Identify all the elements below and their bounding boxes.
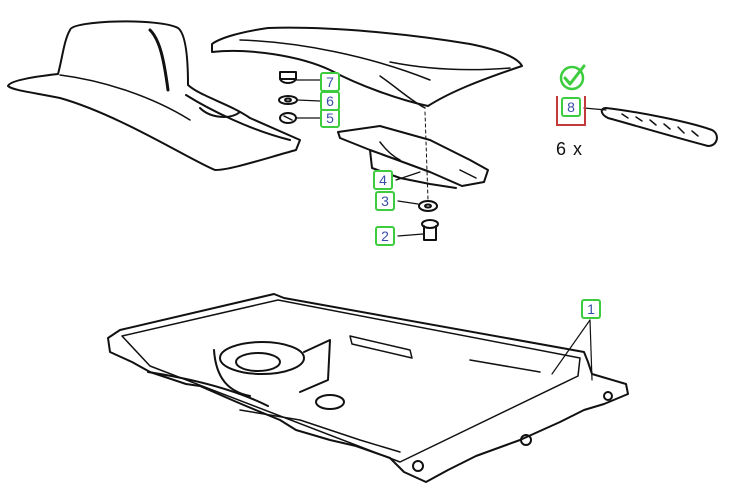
leader-line-1b [589,319,593,381]
leader-line-8 [583,107,607,111]
callout-5[interactable]: 5 [320,108,340,128]
upper-shelf-panel [211,26,523,109]
washer-part [418,200,438,212]
seat-back-cover [7,20,301,171]
floor-mat-panel [107,293,629,483]
callout-1[interactable]: 1 [581,299,601,319]
leader-line-2 [397,233,424,237]
check-circle-icon [559,64,586,91]
leader-line-4 [395,171,421,181]
bolt-part [421,219,439,241]
hinge-bracket [337,111,489,201]
callout-4[interactable]: 4 [373,170,393,190]
callout-2[interactable]: 2 [375,226,395,246]
callout-8[interactable]: 8 [561,97,581,117]
leader-line-6 [296,99,321,102]
selection-frame [556,96,586,126]
callout-7[interactable]: 7 [320,72,340,92]
callout-6[interactable]: 6 [320,91,340,111]
grommet-strip [600,107,718,147]
callout-3[interactable]: 3 [375,191,395,211]
fastener-stack [278,71,298,124]
leader-line-3 [397,200,419,205]
quantity-label: 6 x [556,139,584,159]
leader-line-1a [551,319,591,375]
